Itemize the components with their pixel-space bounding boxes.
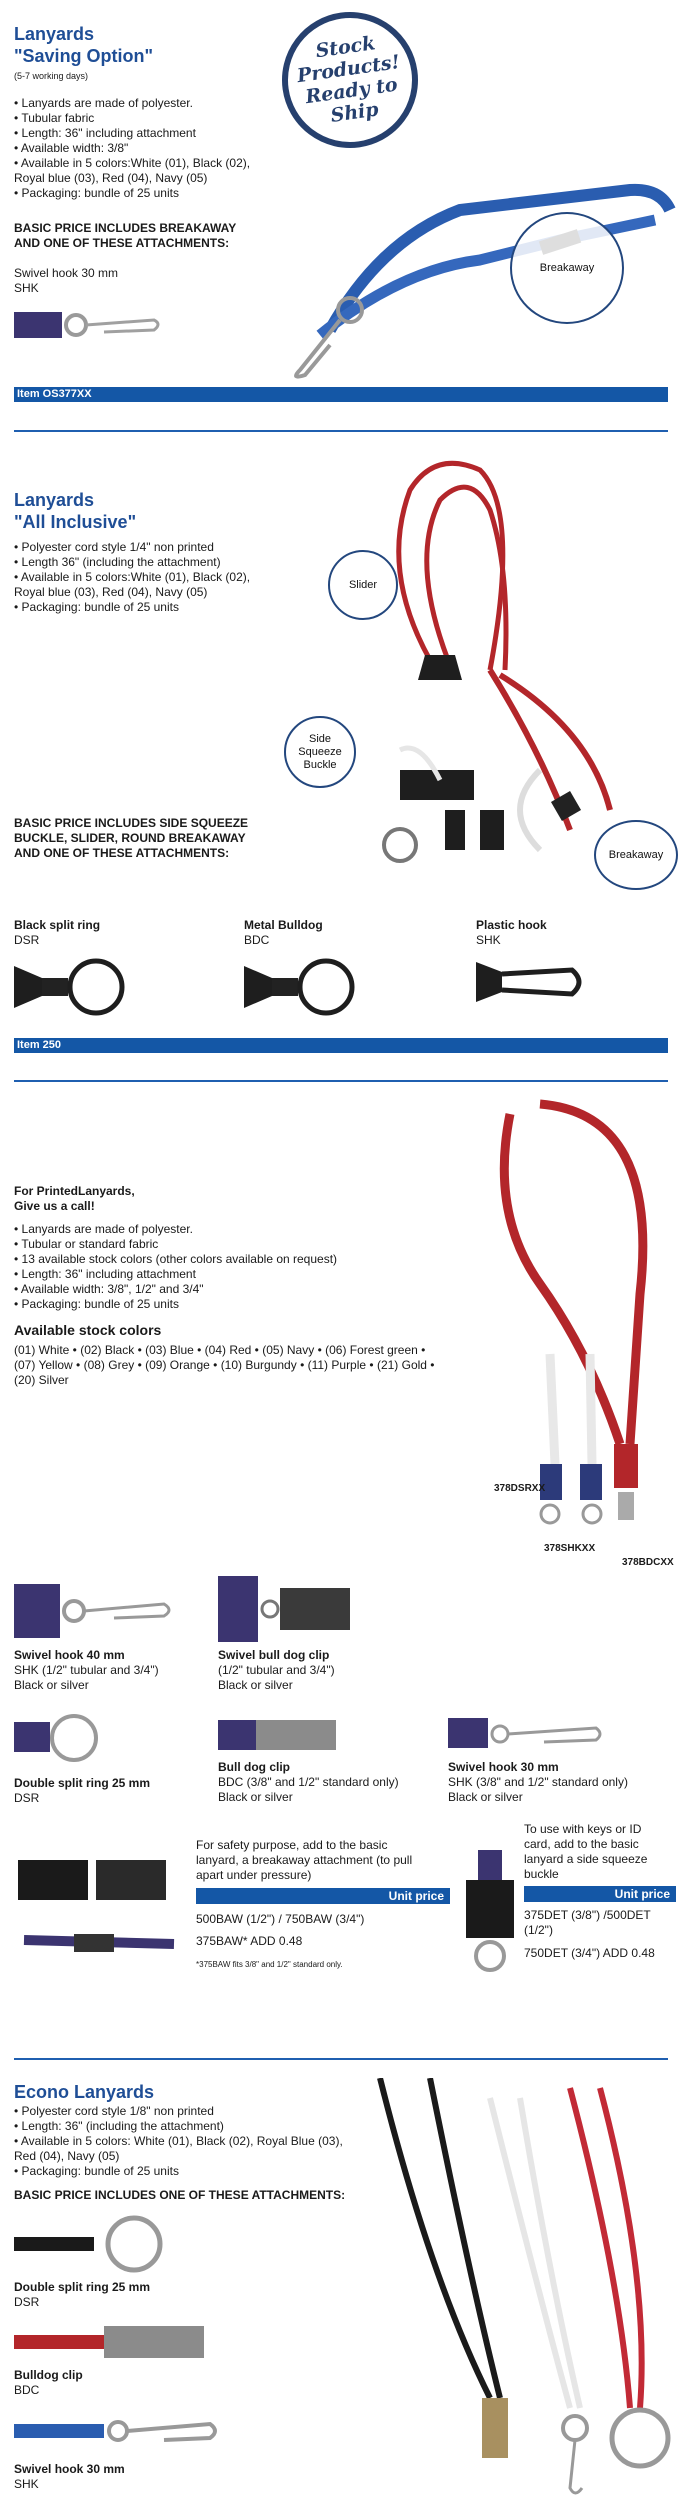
econo-att-1-code: DSR bbox=[14, 2295, 40, 2309]
section4-basic-price: BASIC PRICE INCLUDES ONE OF THESE ATTACH… bbox=[14, 2188, 346, 2202]
section2-bullets: • Polyester cord style 1/4" non printed … bbox=[14, 540, 251, 614]
double-split-ring-image bbox=[14, 1714, 98, 1762]
section1-attach-name: Swivel hook 30 mm bbox=[14, 266, 119, 280]
section1-basic-price-2: AND ONE OF THESE ATTACHMENTS: bbox=[14, 236, 230, 250]
bull-dog-clip-image bbox=[218, 1720, 336, 1750]
att-bull-dog-clip-name: Bull dog clip bbox=[218, 1760, 290, 1774]
section4-title: Econo Lanyards bbox=[14, 2082, 155, 2102]
breakaway-callout-2: Breakaway bbox=[594, 820, 678, 890]
unit-price-bar-buckle: Unit price bbox=[524, 1886, 676, 1902]
att-swivel-hook-40-l1: SHK (1/2" tubular and 3/4") bbox=[14, 1663, 159, 1677]
econo-att-3-code: SHK bbox=[14, 2477, 39, 2491]
att-swivel-hook-30-l1: SHK (3/8" and 1/2" standard only) bbox=[448, 1775, 628, 1789]
side-squeeze-buckle-image bbox=[466, 1850, 514, 1972]
available-stock-colors-title: Available stock colors bbox=[14, 1322, 162, 1338]
section2-title: Lanyards bbox=[14, 490, 95, 510]
section2-basic-price-1: BASIC PRICE INCLUDES SIDE SQUEEZE bbox=[14, 816, 249, 830]
metal-bulldog-image bbox=[244, 958, 355, 1016]
black-split-ring-image bbox=[14, 958, 125, 1016]
section1-subtitle: (5-7 working days) bbox=[14, 71, 89, 81]
section1-title: Lanyards bbox=[14, 24, 95, 44]
att-swivel-bull-dog-l2: Black or silver bbox=[218, 1678, 293, 1692]
section2-basic-price-2: BUCKLE, SLIDER, ROUND BREAKAWAY bbox=[14, 831, 246, 845]
econo-double-split-ring-image bbox=[14, 2215, 163, 2273]
econo-att-2-code: BDC bbox=[14, 2383, 40, 2397]
code-378dsrxx: 378DSRXX bbox=[494, 1483, 546, 1494]
keys-text: To use with keys or ID card, add to the … bbox=[524, 1822, 648, 1881]
att-metal-bulldog-code: BDC bbox=[244, 933, 270, 947]
price-buckle-1: 375DET (3/8") /500DET bbox=[524, 1908, 651, 1922]
econo-bulldog-clip-image bbox=[14, 2326, 204, 2358]
breakaway-callout: Breakaway bbox=[510, 212, 624, 324]
swivel-hook-30-image bbox=[448, 1718, 602, 1748]
att-double-split-ring-l1: DSR bbox=[14, 1791, 40, 1805]
section-divider-3 bbox=[14, 2058, 668, 2060]
att-swivel-bull-dog-name: Swivel bull dog clip bbox=[218, 1648, 330, 1662]
econo-att-1-name: Double split ring 25 mm bbox=[14, 2280, 151, 2294]
code-378bdcxx: 378BDCXX bbox=[622, 1557, 674, 1568]
section3-intro-2: Give us a call! bbox=[14, 1199, 95, 1213]
section-divider-2 bbox=[14, 1080, 668, 1082]
swivel-bull-dog-clip-image bbox=[218, 1576, 350, 1642]
att-bull-dog-clip-l1: BDC (3/8" and 1/2" standard only) bbox=[218, 1775, 399, 1789]
side-squeeze-buckle-callout: Side Squeeze Buckle bbox=[284, 716, 356, 788]
breakaway-footnote: *375BAW fits 3/8" and 1/2" standard only… bbox=[196, 1960, 343, 1969]
econo-swivel-hook-image bbox=[14, 2420, 217, 2442]
price-breakaway-1: 500BAW (1/2") / 750BAW (3/4") bbox=[196, 1912, 365, 1926]
econo-att-2-name: Bulldog clip bbox=[14, 2368, 83, 2382]
printed-lanyards-image bbox=[499, 1099, 648, 1525]
att-swivel-hook-30-l2: Black or silver bbox=[448, 1790, 523, 1804]
att-swivel-hook-40-l2: Black or silver bbox=[14, 1678, 89, 1692]
section1-bullets: • Lanyards are made of polyester. • Tubu… bbox=[14, 96, 251, 200]
att-black-split-ring-code: DSR bbox=[14, 933, 40, 947]
item-bar-os377xx: Item OS377XX bbox=[14, 387, 668, 402]
att-plastic-hook-code: SHK bbox=[476, 933, 501, 947]
att-metal-bulldog-name: Metal Bulldog bbox=[244, 918, 323, 932]
section2-title-quote: "All Inclusive" bbox=[14, 512, 137, 532]
att-bull-dog-clip-l2: Black or silver bbox=[218, 1790, 293, 1804]
code-378shkxx: 378SHKXX bbox=[544, 1543, 596, 1554]
section1-basic-price-1: BASIC PRICE INCLUDES BREAKAWAY bbox=[14, 221, 237, 235]
att-swivel-hook-30-name: Swivel hook 30 mm bbox=[448, 1760, 559, 1774]
unit-price-bar-breakaway: Unit price bbox=[196, 1888, 450, 1904]
att-plastic-hook-name: Plastic hook bbox=[476, 918, 547, 932]
section1-title-quote: "Saving Option" bbox=[14, 46, 154, 66]
price-buckle-2: (1/2") bbox=[524, 1923, 553, 1937]
econo-att-3-name: Swivel hook 30 mm bbox=[14, 2462, 125, 2476]
att-double-split-ring-name: Double split ring 25 mm bbox=[14, 1776, 151, 1790]
price-breakaway-2: 375BAW* ADD 0.48 bbox=[196, 1934, 303, 1948]
section4-bullets: • Polyester cord style 1/8" non printed … bbox=[14, 2104, 343, 2178]
breakaway-attachment-image bbox=[18, 1860, 175, 1952]
slider-callout: Slider bbox=[328, 550, 398, 620]
plastic-hook-image bbox=[476, 962, 582, 1002]
item-bar-250: Item 250 bbox=[14, 1038, 668, 1053]
price-buckle-3: 750DET (3/4") ADD 0.48 bbox=[524, 1946, 655, 1960]
section3-intro-1: For PrintedLanyards, bbox=[14, 1184, 135, 1198]
all-inclusive-lanyard-image bbox=[382, 460, 613, 863]
section-divider-1 bbox=[14, 430, 668, 432]
swivel-hook-40-image bbox=[14, 1584, 171, 1638]
section3-bullets: • Lanyards are made of polyester. • Tubu… bbox=[14, 1222, 338, 1311]
swivel-hook-image bbox=[14, 312, 160, 338]
section2-basic-price-3: AND ONE OF THESE ATTACHMENTS: bbox=[14, 846, 230, 860]
att-swivel-hook-40-name: Swivel hook 40 mm bbox=[14, 1648, 125, 1662]
safety-text: For safety purpose, add to the basic lan… bbox=[196, 1838, 413, 1882]
att-black-split-ring-name: Black split ring bbox=[14, 918, 101, 932]
stock-colors-list: (01) White • (02) Black • (03) Blue • (0… bbox=[14, 1343, 435, 1387]
section1-attach-code: SHK bbox=[14, 281, 39, 295]
econo-lanyards-image bbox=[377, 2078, 671, 2495]
att-swivel-bull-dog-l1: (1/2" tubular and 3/4") bbox=[218, 1663, 335, 1677]
